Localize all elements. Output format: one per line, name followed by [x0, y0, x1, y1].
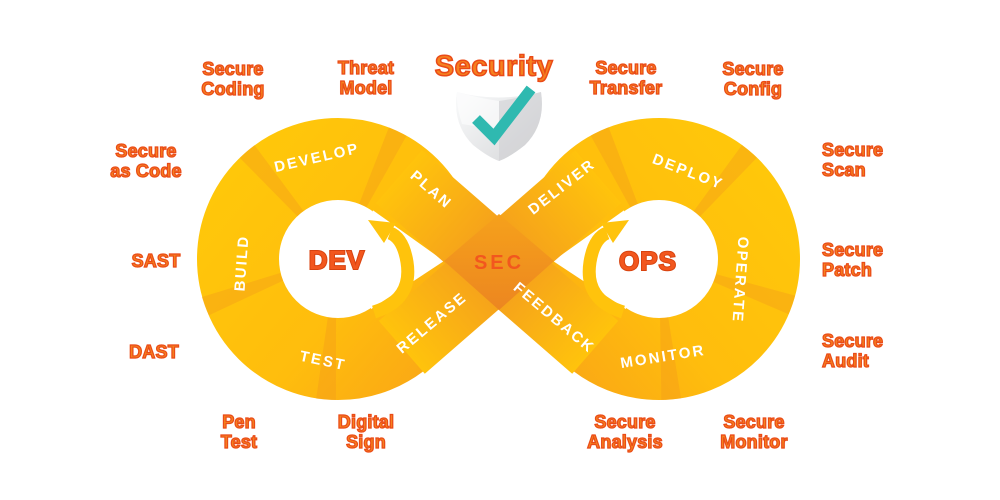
- practice-label-sast: SAST: [131, 251, 181, 272]
- dev-ring-segment-shading: [201, 127, 407, 400]
- practice-label-secure-scan: Secure Scan: [821, 140, 884, 181]
- practice-label-secure-coding: Secure Coding: [201, 59, 265, 100]
- practice-label-secure-analysis: Secure Analysis: [587, 412, 664, 453]
- practice-label-secure-audit: Secure Audit: [821, 331, 884, 372]
- practice-label-secure-patch: Secure Patch: [821, 240, 884, 281]
- practice-label-secure-config: Secure Config: [722, 59, 784, 100]
- practice-label-secure-monitor: Secure Monitor: [720, 412, 788, 453]
- sec-label: SEC: [474, 252, 524, 274]
- ops-ring-segment-shading: [590, 127, 796, 400]
- page-title: Security: [434, 50, 554, 84]
- sec-diamond: [444, 214, 554, 310]
- circular-flow-arrow-icon: [582, 220, 629, 319]
- practice-label-digital-sign: Digital Sign: [337, 412, 395, 453]
- practice-label-pen-test: Pen Test: [220, 412, 258, 453]
- stage-build: BUILD: [232, 234, 253, 292]
- circular-flow-arrow-icon: [368, 220, 415, 319]
- practice-label-secure-transfer: Secure Transfer: [589, 58, 663, 99]
- stage-operate: OPERATE: [728, 236, 751, 324]
- practice-label-threat-model: Threat Model: [337, 58, 395, 99]
- practice-label-secure-as-code: Secure as Code: [110, 141, 182, 182]
- practice-label-dast: DAST: [128, 342, 179, 363]
- dev-label: DEV: [309, 245, 365, 275]
- shield-checkmark-icon: [456, 85, 542, 161]
- ops-label: OPS: [619, 246, 677, 276]
